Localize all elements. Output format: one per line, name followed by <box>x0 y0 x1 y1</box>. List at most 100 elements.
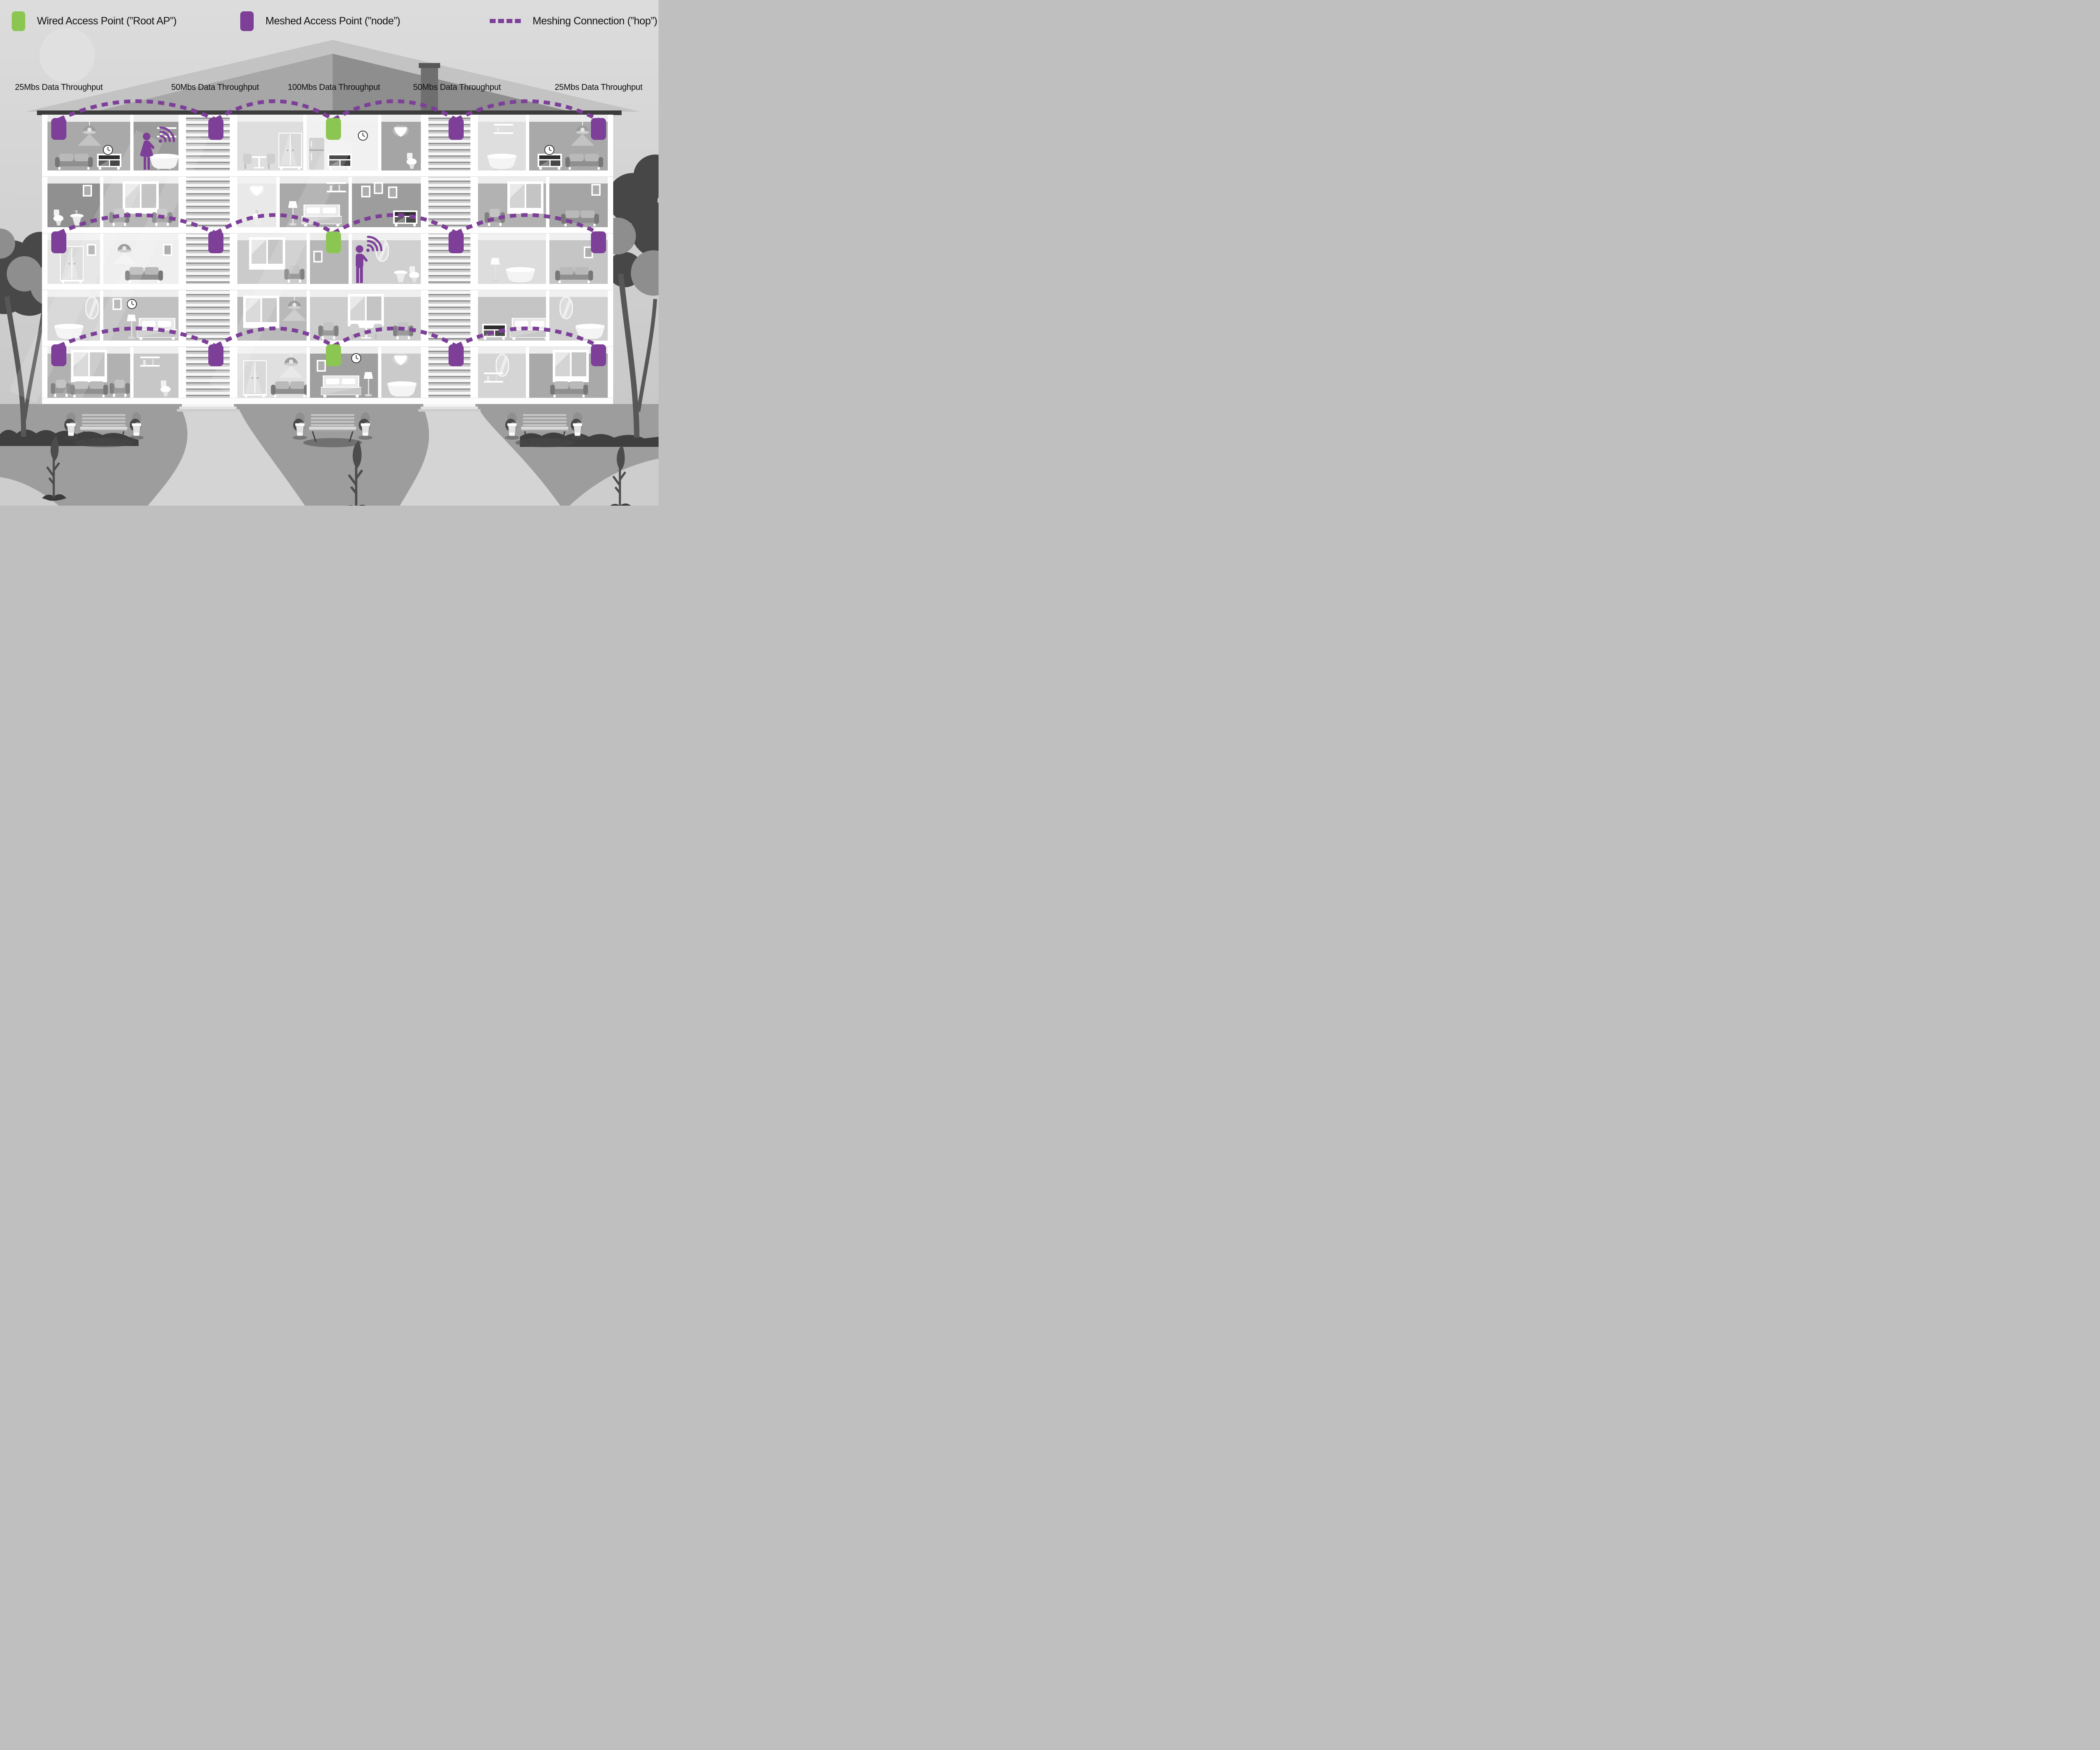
mirror-furniture <box>85 296 99 320</box>
access-point-node-floor5-col2 <box>208 344 223 366</box>
sofa-furniture <box>70 379 108 397</box>
frame-furniture <box>374 182 383 194</box>
legend-item-root-ap: Wired Access Point (”Root AP”) <box>12 11 177 31</box>
mesh-wifi-diagram: Wired Access Point (”Root AP”) Meshed Ac… <box>0 0 659 506</box>
toilet-furniture <box>408 266 420 283</box>
pendant-furniture <box>76 115 103 146</box>
wardrobe-furniture <box>242 359 268 397</box>
hop-line-swatch <box>490 19 521 23</box>
mirror-furniture <box>495 354 509 377</box>
window-furniture <box>505 181 546 214</box>
room-f4-3 <box>237 290 307 341</box>
tub-furniture <box>386 380 417 397</box>
frame-furniture <box>388 186 397 198</box>
sofa-furniture <box>555 265 593 283</box>
access-point-node-floor3-col4 <box>449 231 464 253</box>
access-point-root-floor3-col3 <box>326 231 341 253</box>
sofa-furniture <box>565 151 603 170</box>
ceiling <box>47 176 100 184</box>
frame-furniture <box>584 247 593 258</box>
floor-slab <box>42 171 613 177</box>
room-f5-6 <box>478 346 526 398</box>
table2-furniture <box>241 150 278 170</box>
ceiling <box>280 176 349 184</box>
ceiling <box>237 290 307 297</box>
ovallight-furniture <box>248 184 265 197</box>
legend-item-node-ap: Meshed Access Point (”node”) <box>240 11 400 31</box>
ceiling <box>478 346 526 354</box>
room-f1-7 <box>529 115 608 171</box>
shelfw-furniture <box>327 182 346 195</box>
room-f5-1 <box>47 346 130 398</box>
ceiling <box>352 176 421 184</box>
throughput-label: 50Mbs Data Throughput <box>171 83 259 92</box>
sink-furniture <box>393 266 408 283</box>
ceiling <box>381 346 421 354</box>
ceiling <box>478 290 546 297</box>
cabinet-furniture <box>538 154 562 170</box>
wifi-signal-icon <box>364 234 384 254</box>
node-ap-swatch <box>240 11 254 31</box>
sofa-furniture <box>55 151 93 170</box>
legend-label: Wired Access Point (”Root AP”) <box>37 15 177 27</box>
room-f3-6 <box>478 233 546 284</box>
tub-furniture <box>149 152 178 170</box>
tub-furniture <box>486 152 517 170</box>
room-f5-2 <box>134 346 178 398</box>
room-f3-2 <box>103 233 178 284</box>
ceiling <box>103 290 178 297</box>
access-point-node-floor3-col1 <box>51 231 66 253</box>
sofa-furniture <box>271 379 307 397</box>
floor-slab <box>42 284 613 290</box>
access-point-node-floor5-col5 <box>591 344 606 366</box>
pendant-furniture <box>281 290 307 321</box>
window-furniture <box>121 181 161 214</box>
fridge-furniture <box>309 138 324 170</box>
armchair-furniture <box>284 264 304 283</box>
ceiling <box>237 346 307 354</box>
ovallight-furniture <box>392 125 409 138</box>
bed-furniture <box>320 375 362 397</box>
access-point-node-floor1-col2 <box>208 118 223 140</box>
clockwall-furniture <box>127 299 137 309</box>
access-point-node-floor1-col5 <box>591 118 606 140</box>
wifi-signal-icon <box>156 125 176 145</box>
toilet-furniture <box>406 153 417 170</box>
ceiling <box>478 233 546 240</box>
access-point-node-floor1-col1 <box>51 118 66 140</box>
building-base <box>42 398 613 404</box>
access-point-node-floor1-col4 <box>449 118 464 140</box>
throughput-label: 25Mbs Data Throughput <box>15 83 103 92</box>
clockwall-furniture <box>358 131 368 141</box>
ceiling <box>237 176 276 184</box>
tub-furniture <box>505 265 536 283</box>
frame-furniture <box>317 360 326 372</box>
armchair-furniture <box>110 378 130 397</box>
ceiling <box>134 346 178 354</box>
slamp-furniture <box>362 371 375 397</box>
throughput-label: 25Mbs Data Throughput <box>554 83 643 92</box>
clockwall-furniture <box>103 145 113 155</box>
ovallight-furniture <box>392 353 409 367</box>
room-f5-3 <box>237 346 307 398</box>
pendant-furniture <box>278 346 304 378</box>
throughput-label: 100Mbs Data Throughput <box>288 83 380 92</box>
access-point-node-floor5-col1 <box>51 344 66 366</box>
frame-furniture <box>313 251 323 262</box>
wardrobe-furniture <box>278 132 303 170</box>
access-point-node-floor3-col5 <box>591 231 606 253</box>
clockwall-furniture <box>544 145 554 155</box>
ceiling <box>47 290 100 297</box>
people-layer <box>0 0 659 506</box>
access-point-node-floor3-col2 <box>208 231 223 253</box>
cabinet-furniture <box>328 154 352 170</box>
access-point-root-floor5-col3 <box>326 344 341 366</box>
access-point-root-floor1-col3 <box>326 118 341 140</box>
shelfw-furniture <box>484 373 503 385</box>
legend-item-hop: Meshing Connection (”hop”) <box>490 11 657 31</box>
shelfw-furniture <box>494 124 513 136</box>
shelfw-furniture <box>140 357 160 369</box>
legend-label: Meshing Connection (”hop”) <box>533 15 657 27</box>
toilet-furniture <box>160 380 171 397</box>
clockwall-furniture <box>351 353 361 363</box>
